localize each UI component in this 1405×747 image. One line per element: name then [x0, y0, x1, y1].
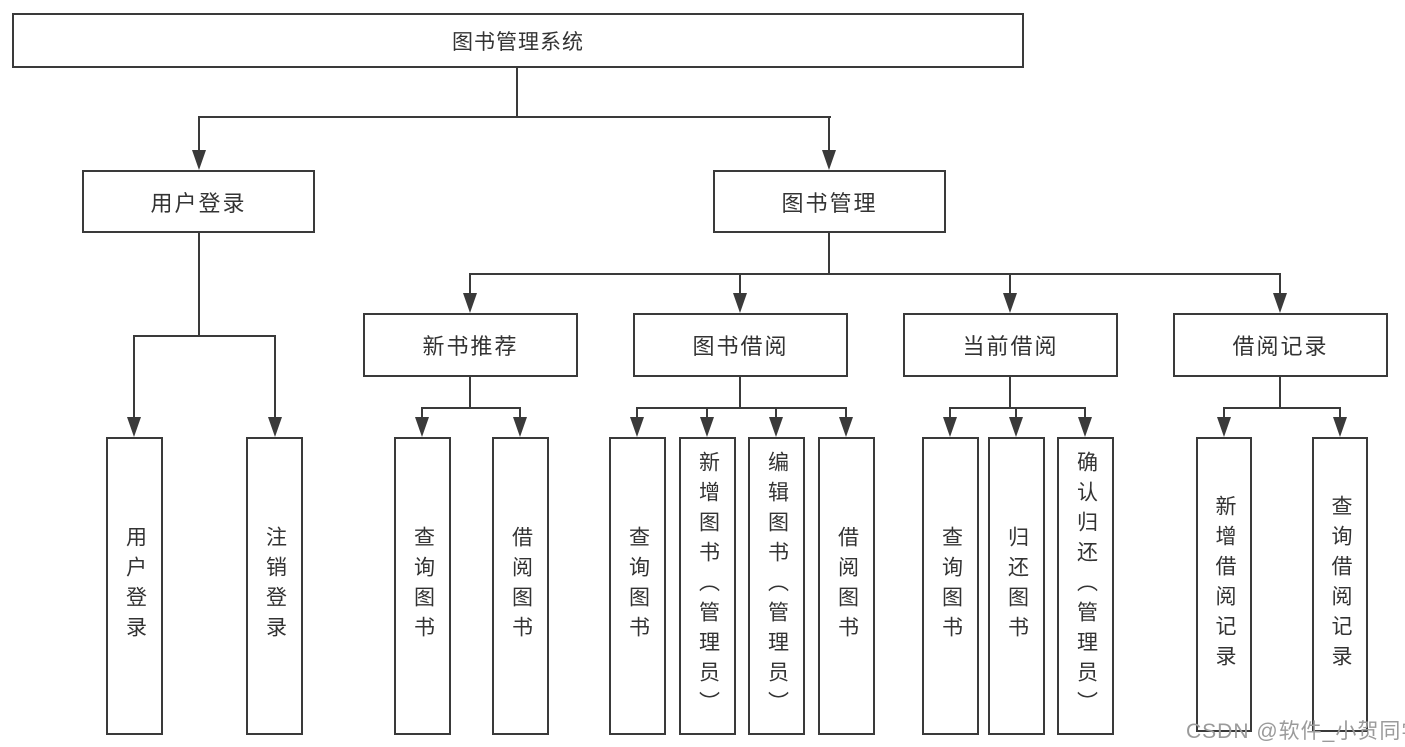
- leaf-return-books: 归还图书: [988, 437, 1045, 735]
- connector-current-borrow-branch: [949, 407, 1086, 409]
- node-borrow-records: 借阅记录: [1173, 313, 1388, 377]
- connector-book-borrow-branch: [636, 407, 847, 409]
- connector-root-trunk: [516, 68, 518, 118]
- leaf-add-books-admin: 新增图书（管理员）: [679, 437, 736, 735]
- leaf-user-login: 用户登录: [106, 437, 163, 735]
- arrowhead-borrow-books-recommend: [513, 417, 527, 437]
- arrowhead-return-books: [1009, 417, 1023, 437]
- connector-drop-leaf-logout: [274, 335, 276, 419]
- arrowhead-leaf-user-login: [127, 417, 141, 437]
- connector-drop-return-books: [1015, 407, 1017, 419]
- connector-drop-book-management: [828, 116, 830, 152]
- arrowhead-new-book: [463, 293, 477, 313]
- leaf-borrow-books-recommend: 借阅图书: [492, 437, 549, 735]
- arrowhead-borrow-record: [1273, 293, 1287, 313]
- arrowhead-add-borrow-record: [1217, 417, 1231, 437]
- leaf-query-books-borrow: 查询图书: [609, 437, 666, 735]
- node-new-book-recommend: 新书推荐: [363, 313, 578, 377]
- connector-drop-query-books-borrow: [636, 407, 638, 419]
- arrowhead-query-borrow-record: [1333, 417, 1347, 437]
- connector-book-borrow-trunk: [739, 377, 741, 409]
- connector-drop-add-borrow-record: [1223, 407, 1225, 419]
- connector-drop-add-books-admin: [706, 407, 708, 419]
- connector-root-branch: [198, 116, 831, 118]
- leaf-query-borrow-record: 查询借阅记录: [1312, 437, 1368, 732]
- csdn-watermark: CSDN @软件_小贺同学: [1186, 720, 1405, 743]
- leaf-query-books-recommend: 查询图书: [394, 437, 451, 735]
- node-library-management-system: 图书管理系统: [12, 13, 1024, 68]
- arrowhead-add-books-admin: [700, 417, 714, 437]
- connector-drop-query-borrow-record: [1339, 407, 1341, 419]
- connector-drop-new-book: [469, 273, 471, 297]
- connector-drop-current-borrow: [1009, 273, 1011, 297]
- leaf-add-borrow-record: 新增借阅记录: [1196, 437, 1252, 732]
- connector-current-borrow-trunk: [1009, 377, 1011, 409]
- connector-borrow-records-branch: [1223, 407, 1341, 409]
- connector-user-login-branch: [133, 335, 276, 337]
- connector-drop-leaf-user-login: [133, 335, 135, 419]
- node-user-login: 用户登录: [82, 170, 315, 233]
- leaf-query-books-current: 查询图书: [922, 437, 979, 735]
- connector-book-management-branch: [469, 273, 1281, 275]
- arrowhead-query-books-borrow: [630, 417, 644, 437]
- arrowhead-current-borrow: [1003, 293, 1017, 313]
- leaf-edit-books-admin: 编辑图书（管理员）: [748, 437, 805, 735]
- connector-new-book-trunk: [469, 377, 471, 409]
- connector-drop-book-borrow: [739, 273, 741, 297]
- connector-drop-borrow-books-borrow: [845, 407, 847, 419]
- connector-borrow-records-trunk: [1279, 377, 1281, 409]
- connector-drop-user-login: [198, 116, 200, 152]
- connector-drop-edit-books-admin: [775, 407, 777, 419]
- connector-new-book-branch: [421, 407, 521, 409]
- arrowhead-borrow-books-borrow: [839, 417, 853, 437]
- connector-drop-query-books-recommend: [421, 407, 423, 419]
- connector-drop-borrow-books-recommend: [519, 407, 521, 419]
- leaf-confirm-return-admin: 确认归还（管理员）: [1057, 437, 1114, 735]
- arrowhead-query-books-current: [943, 417, 957, 437]
- arrowhead-edit-books-admin: [769, 417, 783, 437]
- node-book-management: 图书管理: [713, 170, 946, 233]
- arrowhead-user-login: [192, 150, 206, 170]
- node-book-borrow: 图书借阅: [633, 313, 848, 377]
- connector-book-management-trunk: [828, 233, 830, 275]
- arrowhead-leaf-logout: [268, 417, 282, 437]
- arrowhead-confirm-return: [1078, 417, 1092, 437]
- arrowhead-book-borrow: [733, 293, 747, 313]
- connector-user-login-trunk: [198, 233, 200, 337]
- arrowhead-query-books-recommend: [415, 417, 429, 437]
- node-current-borrow: 当前借阅: [903, 313, 1118, 377]
- connector-drop-confirm-return: [1084, 407, 1086, 419]
- leaf-borrow-books-borrow: 借阅图书: [818, 437, 875, 735]
- connector-drop-query-books-current: [949, 407, 951, 419]
- leaf-logout: 注销登录: [246, 437, 303, 735]
- arrowhead-book-management: [822, 150, 836, 170]
- connector-drop-borrow-record: [1279, 273, 1281, 297]
